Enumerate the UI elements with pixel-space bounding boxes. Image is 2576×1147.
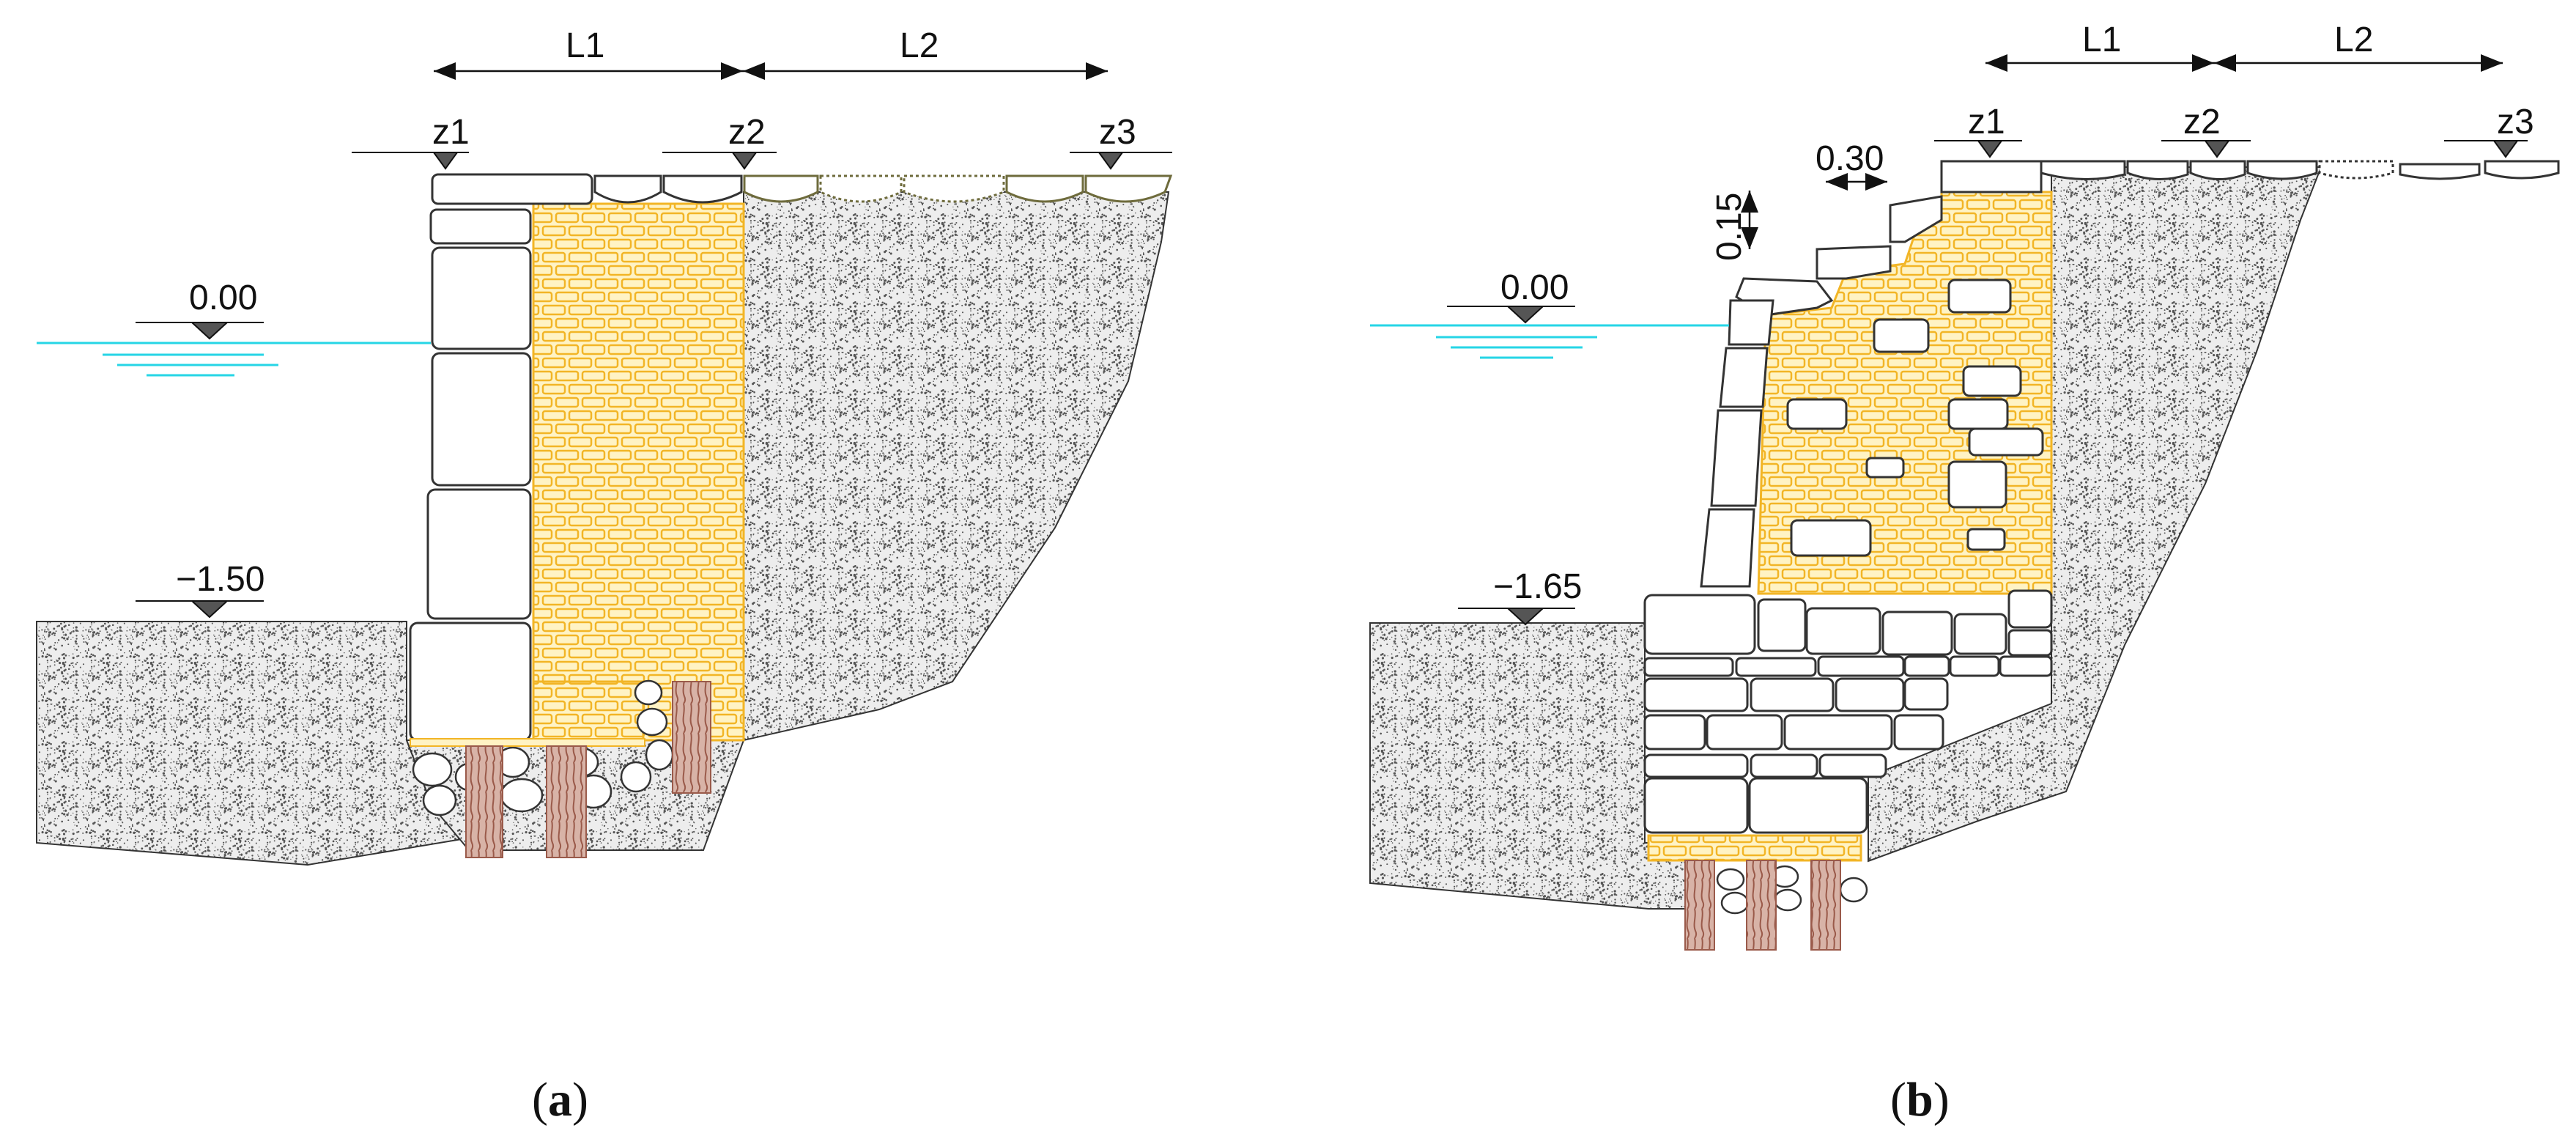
panel-a-brick-core bbox=[532, 202, 745, 742]
panel-a-foundation-plank bbox=[410, 738, 645, 747]
panel-a-brick-base bbox=[532, 680, 645, 742]
panel-b-z3-label: z3 bbox=[2497, 103, 2534, 141]
panel-b-base-masonry bbox=[1643, 589, 2053, 834]
panel-b-top-paving bbox=[2040, 160, 2560, 181]
panel-a-z1-marker: z1 bbox=[352, 113, 470, 170]
panel-b-step-height-dimension: 0.15 bbox=[1710, 191, 1758, 261]
panel-b-water-level-marker: 0.00 bbox=[1447, 268, 1575, 324]
panel-a-bottom-elevation: −1.50 bbox=[176, 560, 264, 599]
panel-b-z2-marker: z2 bbox=[2161, 103, 2251, 158]
panel-b-z1-marker: z1 bbox=[1934, 103, 2022, 158]
panel-b-bottom-elevation: −1.65 bbox=[1493, 567, 1582, 606]
panel-b-z1-label: z1 bbox=[1968, 103, 2005, 141]
panel-b-bottom-level-marker: −1.65 bbox=[1458, 567, 1582, 626]
panel-a-z3-label: z3 bbox=[1099, 113, 1136, 152]
panel-a-coping-stones bbox=[431, 173, 1173, 205]
panel-a-dimension-l2: L2 bbox=[743, 26, 1108, 80]
panel-b-core-stones bbox=[1786, 279, 2044, 557]
panel-b-step-width-dimension: 0.30 bbox=[1816, 139, 1887, 191]
panel-a-water bbox=[37, 342, 431, 377]
panel-b-foundation-rubble bbox=[1716, 865, 1868, 915]
panel-b-step-width-label: 0.30 bbox=[1816, 139, 1884, 178]
panel-a-facing-blocks bbox=[409, 208, 532, 742]
panel-b-step-height-label: 0.15 bbox=[1710, 193, 1749, 261]
panel-b-piles bbox=[1684, 860, 1841, 951]
panel-a-z2-marker: z2 bbox=[662, 113, 777, 170]
panel-a-l1-label: L1 bbox=[566, 26, 604, 65]
panel-a-water-elevation: 0.00 bbox=[189, 279, 257, 317]
panel-a-dimension-l1: L1 bbox=[434, 26, 743, 80]
panel-b-l1-label: L1 bbox=[2082, 21, 2121, 59]
panel-a-l2-label: L2 bbox=[900, 26, 939, 65]
panel-a-caption: (a) bbox=[532, 1073, 588, 1126]
panel-a-piles bbox=[465, 681, 711, 858]
panel-b-water-elevation: 0.00 bbox=[1500, 268, 1569, 307]
panel-b-facing-stones bbox=[1700, 299, 1774, 588]
panel-b-z2-label: z2 bbox=[2183, 103, 2221, 141]
panel-b-riverbed-soil bbox=[1369, 622, 1686, 910]
panel-b-z3-marker: z3 bbox=[2444, 103, 2534, 158]
panel-a: 0.00 −1.50 z1 z2 z3 L1 bbox=[36, 26, 1173, 1126]
panel-a-z2-label: z2 bbox=[728, 113, 766, 152]
panel-a-backfill-soil bbox=[743, 191, 1170, 742]
panel-b-caption: (b) bbox=[1890, 1073, 1950, 1126]
panel-a-z3-marker: z3 bbox=[1070, 113, 1172, 170]
panel-b-dimension-l1: L1 bbox=[1985, 21, 2214, 72]
panel-b-backfill-soil bbox=[1868, 166, 2323, 863]
panel-b: 0.00 −1.65 z1 z2 z3 L1 bbox=[1369, 21, 2560, 1126]
panel-a-water-level-marker: 0.00 bbox=[136, 279, 264, 340]
panel-b-water bbox=[1370, 324, 1729, 359]
panel-b-l2-label: L2 bbox=[2334, 21, 2373, 59]
panel-a-z1-label: z1 bbox=[432, 113, 470, 152]
panel-b-dimension-l2: L2 bbox=[2214, 21, 2503, 72]
panel-a-bottom-level-marker: −1.50 bbox=[136, 560, 264, 619]
panel-b-stepped-coping bbox=[1735, 160, 2043, 317]
panel-b-footing-brick bbox=[1647, 834, 1862, 862]
